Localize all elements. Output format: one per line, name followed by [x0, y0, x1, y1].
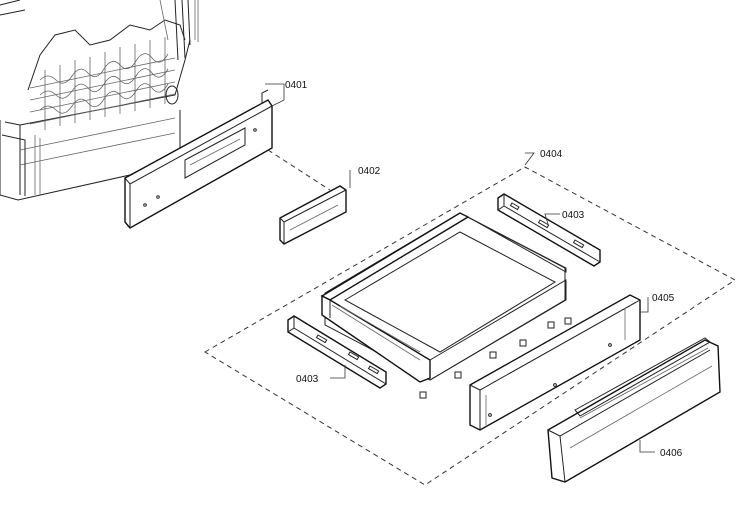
callout-0403-lower: 0403: [296, 374, 319, 385]
callout-labels: 0401 0402 0404 0403 0405 0403 0406: [285, 80, 683, 459]
callout-0401: 0401: [285, 80, 308, 91]
oven-cavity-frame: [0, 0, 199, 201]
drawer-box: [320, 212, 572, 399]
part-0402-plate: [279, 185, 347, 245]
part-0401-rear-panel: [124, 89, 273, 229]
part-0405-front-panel: [469, 294, 641, 431]
part-0406-drawer-front: [547, 337, 721, 483]
leader-lines: [265, 83, 655, 453]
callout-0405: 0405: [652, 293, 675, 304]
callout-0403-upper: 0403: [562, 210, 585, 221]
callout-0402: 0402: [358, 166, 381, 177]
assembly-0404-boundary: [204, 166, 736, 486]
part-0403-lower-rail: [287, 315, 387, 389]
callout-0406: 0406: [660, 448, 683, 459]
part-0403-upper-rail: [497, 193, 601, 267]
callout-0404: 0404: [540, 149, 563, 160]
assembly-path: [267, 149, 331, 191]
